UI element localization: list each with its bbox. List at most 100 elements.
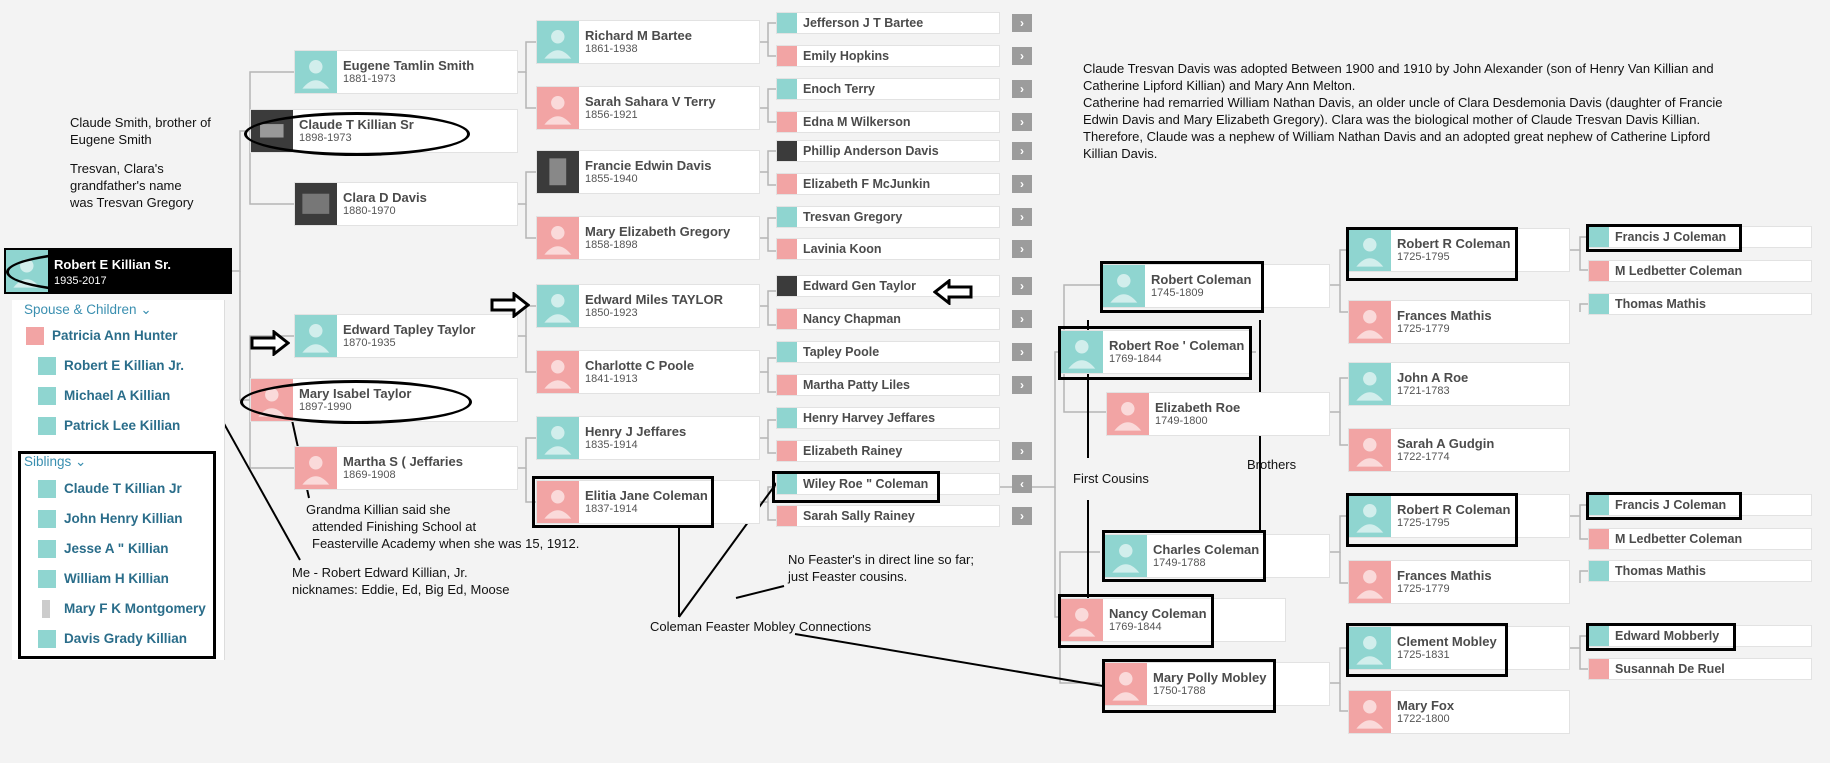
person-years: 1898-1973 xyxy=(299,132,352,144)
person-card[interactable]: Lavinia Koon xyxy=(776,238,1000,260)
male-avatar-icon xyxy=(295,315,337,357)
person-card[interactable]: Jefferson J T Bartee xyxy=(776,12,1000,34)
expand-button[interactable]: › xyxy=(1012,208,1032,226)
sibling-link[interactable]: Mary F K Montgomery xyxy=(64,601,206,616)
person-card[interactable]: Susannah De Ruel xyxy=(1588,658,1812,680)
person-card[interactable]: Nancy Chapman xyxy=(776,308,1000,330)
person-card[interactable]: Francis J Coleman xyxy=(1588,226,1812,248)
person-card[interactable]: Thomas Mathis xyxy=(1588,560,1812,582)
child-link[interactable]: Michael A Killian xyxy=(64,388,171,403)
person-card[interactable]: Thomas Mathis xyxy=(1588,293,1812,315)
expand-button[interactable]: › xyxy=(1012,47,1032,65)
sibling-link[interactable]: John Henry Killian xyxy=(64,511,183,526)
root-person-card[interactable]: Robert E Killian Sr. 1935-2017 xyxy=(4,248,232,294)
expand-button[interactable]: › xyxy=(1012,442,1032,460)
expand-button[interactable]: › xyxy=(1012,343,1032,361)
sibling-link[interactable]: William H Killian xyxy=(64,571,169,586)
person-card[interactable]: Edna M Wilkerson xyxy=(776,111,1000,133)
male-avatar-icon xyxy=(38,417,56,435)
person-card[interactable]: Francis J Coleman xyxy=(1588,494,1812,516)
person-name: Edward Gen Taylor xyxy=(803,278,916,293)
sibling-link[interactable]: Davis Grady Killian xyxy=(64,631,188,646)
person-card[interactable]: Elizabeth F McJunkin xyxy=(776,173,1000,195)
collapse-button[interactable]: ‹ xyxy=(1012,475,1032,493)
child-link[interactable]: Robert E Killian Jr. xyxy=(64,358,185,373)
person-name: Edna M Wilkerson xyxy=(803,114,911,129)
male-avatar-icon xyxy=(1061,331,1103,373)
person-name: Elizabeth Roe xyxy=(1155,400,1241,415)
person-name: Mary Isabel Taylor xyxy=(299,386,412,401)
person-name: Tapley Poole xyxy=(803,344,880,359)
female-avatar-icon xyxy=(1349,429,1391,471)
expand-button[interactable]: › xyxy=(1012,277,1032,295)
male-avatar-icon xyxy=(1589,626,1609,646)
female-avatar-icon xyxy=(537,87,579,129)
person-card[interactable]: Sarah Sally Rainey xyxy=(776,505,1000,527)
expand-button[interactable]: › xyxy=(1012,240,1032,258)
person-card[interactable]: Enoch Terry xyxy=(776,78,1000,100)
expand-button[interactable]: › xyxy=(1012,113,1032,131)
expand-button[interactable]: › xyxy=(1012,310,1032,328)
person-name: Elizabeth F McJunkin xyxy=(803,176,931,191)
sibling-link[interactable]: Claude T Killian Jr xyxy=(64,481,182,496)
expand-button[interactable]: › xyxy=(1012,14,1032,32)
arrow-right-icon xyxy=(490,292,530,318)
person-card[interactable]: Emily Hopkins xyxy=(776,45,1000,67)
expand-button[interactable]: › xyxy=(1012,142,1032,160)
expand-button[interactable]: › xyxy=(1012,376,1032,394)
person-card[interactable]: Phillip Anderson Davis xyxy=(776,140,1000,162)
expand-button[interactable]: › xyxy=(1012,80,1032,98)
expand-button[interactable]: › xyxy=(1012,507,1032,525)
sibling-link[interactable]: Jesse A " Killian xyxy=(64,541,169,556)
person-card[interactable]: M Ledbetter Coleman xyxy=(1588,260,1812,282)
person-years: 1881-1973 xyxy=(343,73,396,85)
person-card[interactable]: Martha Patty Liles xyxy=(776,374,1000,396)
person-name: Claude T Killian Sr xyxy=(299,117,414,132)
person-card[interactable]: Tapley Poole xyxy=(776,341,1000,363)
male-avatar-icon xyxy=(777,79,797,99)
spouse-link[interactable]: Patricia Ann Hunter xyxy=(52,328,178,343)
spouse-children-toggle[interactable]: Spouse & Children ⌄ xyxy=(24,302,152,317)
person-card[interactable]: M Ledbetter Coleman xyxy=(1588,528,1812,550)
person-years: 1749-1788 xyxy=(1153,557,1206,569)
female-avatar-icon xyxy=(1349,561,1391,603)
siblings-toggle[interactable]: Siblings ⌄ xyxy=(24,454,87,469)
person-card[interactable]: Edward Mobberly xyxy=(1588,625,1812,647)
child-link[interactable]: Patrick Lee Killian xyxy=(64,418,181,433)
expand-button[interactable]: › xyxy=(1012,175,1032,193)
person-name: Enoch Terry xyxy=(803,81,876,96)
person-card[interactable]: Tresvan Gregory xyxy=(776,206,1000,228)
person-card[interactable]: Elizabeth Rainey xyxy=(776,440,1000,462)
person-card[interactable]: Wiley Roe " Coleman xyxy=(776,473,1000,495)
person-card[interactable]: Henry Harvey Jeffares xyxy=(776,407,1000,429)
